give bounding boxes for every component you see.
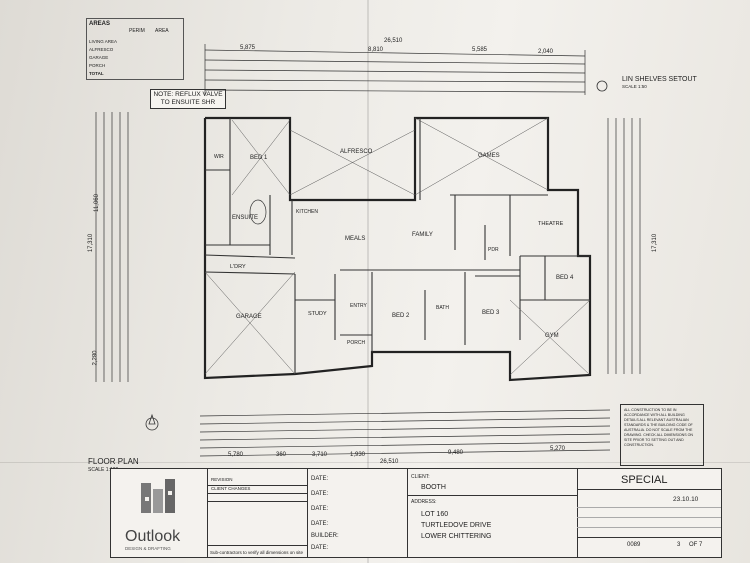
- room-kitchen: KITCHEN: [296, 209, 318, 215]
- room-bed3: BED 3: [482, 310, 500, 316]
- reflux-note-text: NOTE: REFLUX VALVE TO ENSUITE SHR: [153, 91, 223, 106]
- top-dim-overall: 26,510: [384, 38, 403, 44]
- company-name: Outlook: [125, 528, 181, 545]
- room-bed2: BED 2: [392, 313, 410, 319]
- room-bath: BATH: [436, 305, 449, 311]
- top-dim-seg3: 5,585: [472, 47, 488, 53]
- row-date-2: DATE:: [311, 491, 329, 497]
- address-line-3: LOWER CHITTERING: [421, 533, 492, 540]
- job-number: 0089: [627, 542, 641, 548]
- company-logo: Outlook DESIGN & DRAFTING: [111, 469, 208, 557]
- areas-table: AREAS PERIM AREA LIVING AREA ALFRESCO GA…: [86, 18, 184, 80]
- areas-total: TOTAL: [89, 71, 104, 76]
- areas-col-area: AREA: [155, 28, 169, 34]
- bottom-dim-seg3: 3,710: [312, 452, 328, 458]
- drawing-date: 23.10.10: [673, 496, 699, 503]
- room-gym: GYM: [545, 333, 559, 339]
- room-entry: ENTRY: [350, 303, 367, 309]
- general-notes-text: ALL CONSTRUCTION TO BE IN ACCORDANCE WIT…: [624, 408, 694, 447]
- client-name: BOOTH: [421, 484, 446, 491]
- row-date-4: DATE:: [311, 521, 329, 527]
- client-label: CLIENT:: [411, 474, 430, 480]
- room-ldry: L'DRY: [230, 264, 246, 270]
- address-line-2: TURTLEDOVE DRIVE: [421, 522, 492, 529]
- lin-shelves-scale: SCALE 1:50: [622, 84, 647, 89]
- top-dim-seg1: 5,875: [240, 45, 256, 51]
- areas-row-garage: GARAGE: [89, 55, 109, 60]
- bottom-dim-seg4: 1,930: [350, 452, 366, 458]
- areas-row-alfresco: ALFRESCO: [89, 47, 114, 52]
- room-wir: WIR: [214, 154, 224, 160]
- bottom-dim-seg6: 5,270: [550, 446, 566, 452]
- row-date-1: DATE:: [311, 476, 329, 482]
- room-ensuite: ENSUITE: [232, 215, 259, 221]
- reflux-note: NOTE: REFLUX VALVE TO ENSUITE SHR: [150, 89, 226, 109]
- room-games: GAMES: [478, 153, 500, 159]
- sheet-fold-horizontal: [0, 462, 750, 463]
- areas-row-living: LIVING AREA: [89, 39, 118, 44]
- room-alfresco: ALFRESCO: [340, 149, 373, 155]
- row-builder: BUILDER:: [311, 533, 339, 539]
- bottom-dim-seg5: 9,480: [448, 450, 464, 456]
- room-bed1: BED 1: [250, 155, 268, 161]
- room-family: FAMILY: [412, 232, 433, 238]
- floor-plan-title: FLOOR PLAN: [88, 457, 139, 466]
- revision-label: REVISION: [211, 477, 233, 482]
- floor-plan-scale: SCALE 1:100: [88, 467, 119, 473]
- client-changes-label: CLIENT CHANGES: [211, 486, 251, 491]
- row-date-3: DATE:: [311, 506, 329, 512]
- top-dim-seg4: 2,040: [538, 49, 554, 55]
- general-notes-box: ALL CONSTRUCTION TO BE IN ACCORDANCE WIT…: [620, 404, 704, 466]
- sheet-info-panel: SPECIAL 23.10.10 0089 3 OF 7: [577, 469, 721, 557]
- areas-row-porch: PORCH: [89, 63, 106, 68]
- logo-mark-icon: [141, 479, 175, 513]
- room-study: STUDY: [308, 311, 327, 317]
- room-porch: PORCH: [347, 340, 366, 346]
- title-block: Outlook DESIGN & DRAFTING REVISION CLIEN…: [110, 468, 722, 558]
- top-dim-seg2: 8,810: [368, 47, 384, 53]
- bottom-dim-seg1: 5,780: [228, 452, 244, 458]
- sheet-fold-vertical: [367, 0, 369, 563]
- client-panel: CLIENT: BOOTH ADDRESS: LOT 160 TURTLEDOV…: [407, 469, 578, 557]
- subcontractor-note: Sub-contractors to verify all dimensions…: [210, 550, 304, 555]
- room-theatre: THEATRE: [538, 221, 564, 227]
- room-pdr: PDR: [488, 247, 499, 253]
- areas-heading: AREAS: [89, 21, 111, 27]
- room-garage: GARAGE: [236, 314, 262, 320]
- sheet-number: 3: [677, 542, 681, 548]
- bottom-dim-overall: 26,510: [380, 459, 399, 465]
- areas-col-perim: PERIM: [129, 28, 145, 34]
- sheet-of: OF 7: [689, 542, 703, 548]
- lin-shelves-title: LIN SHELVES SETOUT: [622, 76, 697, 83]
- company-subtitle: DESIGN & DRAFTING: [125, 546, 171, 551]
- row-date-5: DATE:: [311, 545, 329, 551]
- room-bed4: BED 4: [556, 275, 574, 281]
- approval-rows: DATE: DATE: DATE: DATE: BUILDER: DATE:: [307, 469, 408, 557]
- revision-panel: REVISION CLIENT CHANGES: [207, 469, 308, 557]
- room-meals: MEALS: [345, 236, 366, 242]
- special-heading: SPECIAL: [621, 474, 668, 486]
- address-label: ADDRESS:: [411, 499, 437, 505]
- address-line-1: LOT 160: [421, 511, 449, 518]
